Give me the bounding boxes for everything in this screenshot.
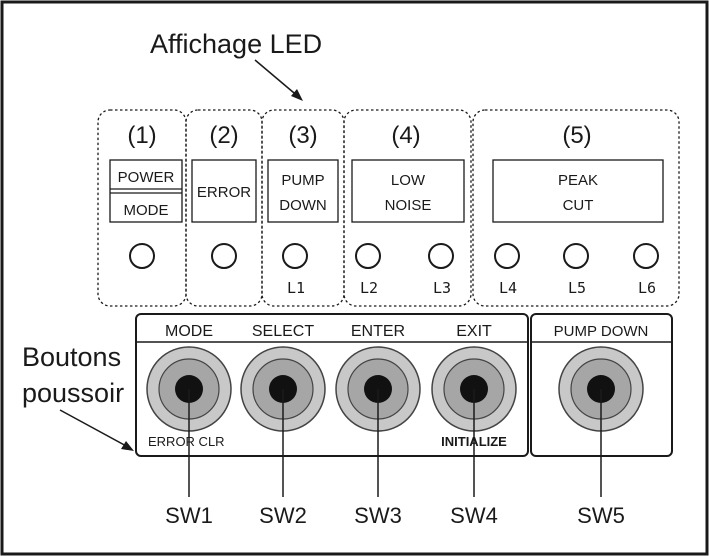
l3-led-icon [428,243,454,269]
pump-down-button-label: PUMP DOWN [554,323,649,340]
push-buttons-callout-line1: Boutons [22,342,121,372]
sw4-label: SW4 [450,503,498,528]
led-group-2-number: (2) [209,122,238,149]
sw5-label: SW5 [577,503,625,528]
sw2-label: SW2 [259,503,307,528]
l2-led-icon [355,243,381,269]
low-noise-label-box [351,159,465,223]
led-group-1-frame [97,109,187,307]
led-group-3-frame [261,109,345,307]
mode-button-label: MODE [165,323,213,340]
low-label-line1: LOW [391,172,426,189]
power-mode-led-icon [129,243,155,269]
led-id-l1: L1 [287,279,305,297]
pump-label-line2: DOWN [279,197,327,214]
error-led-icon [211,243,237,269]
select-button-label: SELECT [252,323,314,340]
l1-led-icon [282,243,308,269]
pump-down-label-box [267,159,339,223]
error-label-box [191,159,257,223]
led-group-5-number: (5) [562,122,591,149]
led-group-4-number: (4) [391,122,420,149]
sw1-label: SW1 [165,503,213,528]
low-label-line2: NOISE [385,197,432,214]
led-group-5-frame [472,109,680,307]
power-label: POWER [118,169,175,186]
push-buttons-callout-arrowhead [121,441,134,451]
sw3-label: SW3 [354,503,402,528]
led-display-callout: Affichage LED [150,29,322,59]
l4-led-icon [494,243,520,269]
exit-button-label: EXIT [456,323,492,340]
l5-led-icon [563,243,589,269]
enter-button-label: ENTER [351,323,405,340]
led-group-3-number: (3) [288,122,317,149]
push-buttons-callout-line2: poussoir [22,378,124,408]
led-id-l4: L4 [499,279,517,297]
error-clr-label: ERROR CLR [148,434,225,449]
led-group-1-number: (1) [127,122,156,149]
main-button-panel [135,313,529,457]
error-label: ERROR [197,184,251,201]
power-mode-label-box [109,159,183,223]
led-id-l5: L5 [568,279,586,297]
led-id-l6: L6 [638,279,656,297]
led-callout-arrowhead [291,89,303,101]
led-callout-line [254,59,301,99]
pump-label-line1: PUMP [281,172,324,189]
push-buttons-callout-line [59,409,129,448]
led-id-l2: L2 [360,279,378,297]
led-id-l3: L3 [433,279,451,297]
peak-label-line2: CUT [563,197,594,214]
led-group-frames [97,109,680,307]
peak-cut-label-box [492,159,664,223]
mode-label: MODE [124,202,169,219]
l6-led-icon [633,243,659,269]
led-group-4-frame [343,109,472,307]
peak-label-line1: PEAK [558,172,598,189]
